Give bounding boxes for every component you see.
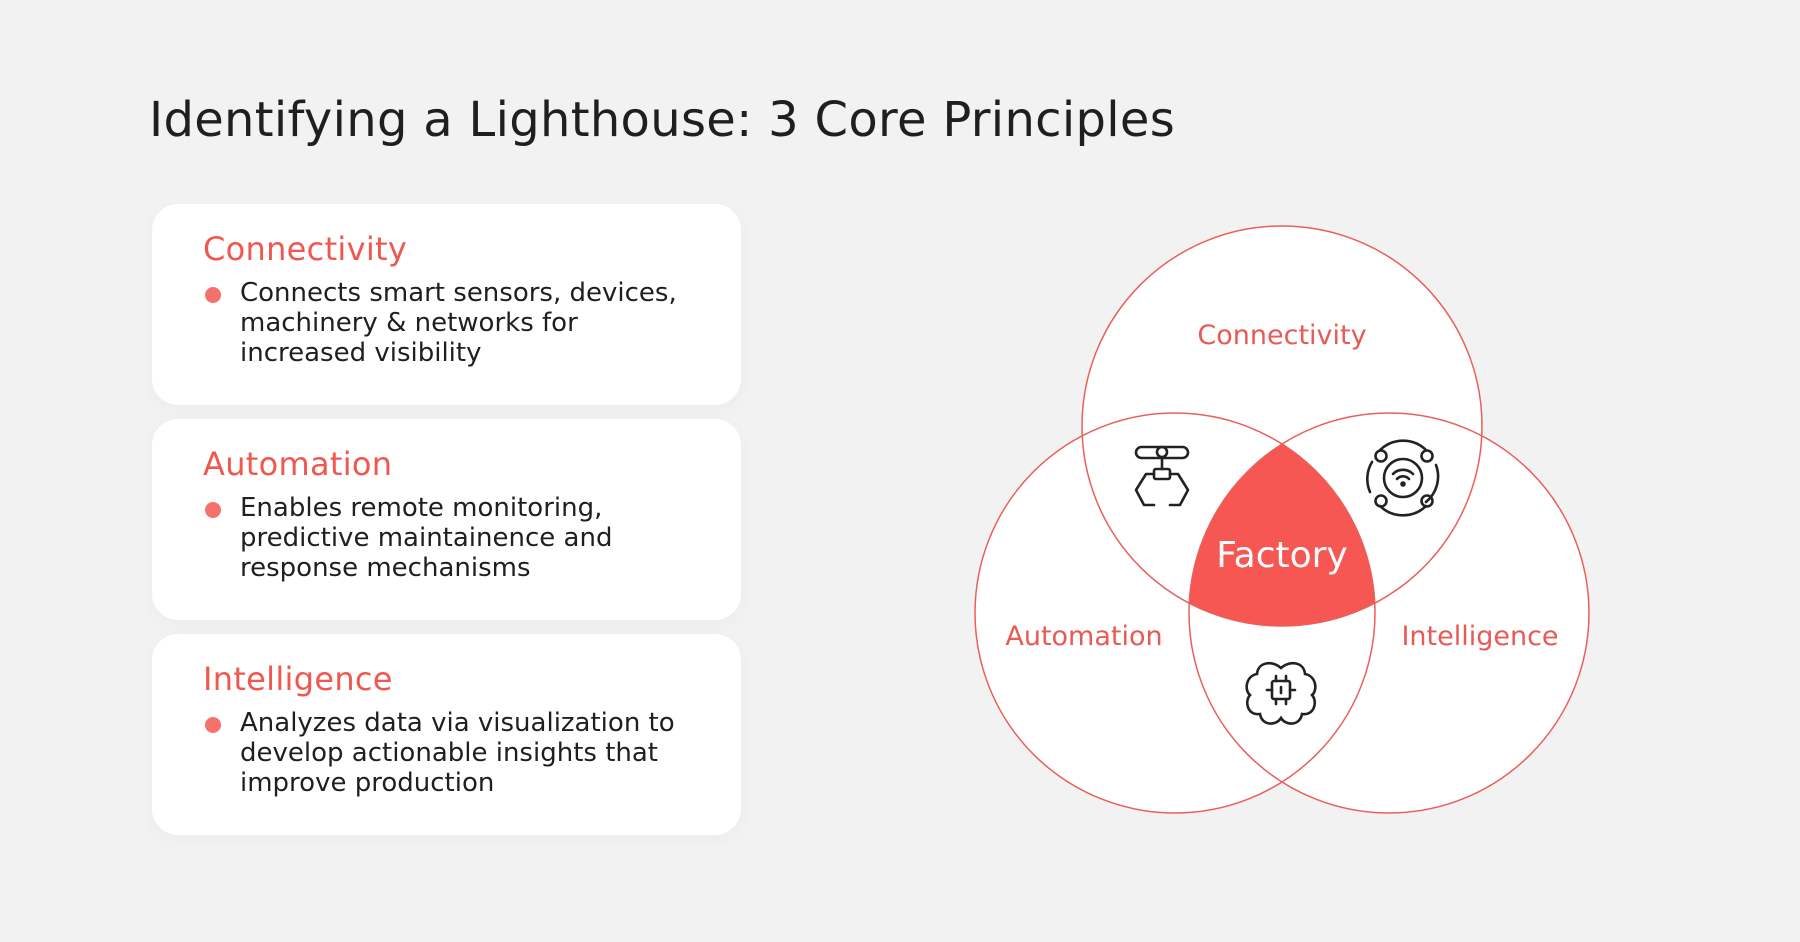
brain-chip-icon — [1245, 661, 1317, 725]
bullet-dot-icon — [205, 287, 221, 303]
bullet-text: Analyzes data via visualization to devel… — [240, 708, 675, 798]
bullet-item: Enables remote monitoring, predictive ma… — [203, 493, 680, 583]
factory-intersection — [1189, 413, 1375, 626]
bullet-item: Analyzes data via visualization to devel… — [203, 708, 680, 798]
bullet-item: Connects smart sensors, devices, machine… — [203, 278, 680, 368]
card-automation: Automation Enables remote monitoring, pr… — [152, 419, 741, 620]
venn-label-connectivity: Connectivity — [1197, 320, 1366, 351]
bullet-text: Enables remote monitoring, predictive ma… — [240, 493, 613, 583]
venn-label-factory: Factory — [1216, 535, 1348, 576]
venn-circle-automation — [974, 412, 1376, 814]
venn-circle-intelligence — [1188, 412, 1590, 814]
venn-label-automation: Automation — [1005, 621, 1162, 652]
page-title: Identifying a Lighthouse: 3 Core Princip… — [149, 92, 1176, 148]
card-heading: Intelligence — [203, 660, 393, 698]
bullet-dot-icon — [205, 502, 221, 518]
wireless-network-icon — [1366, 439, 1440, 517]
venn-circle-connectivity — [1081, 225, 1483, 627]
venn-label-intelligence: Intelligence — [1401, 621, 1558, 652]
bullet-text: Connects smart sensors, devices, machine… — [240, 278, 677, 368]
card-heading: Connectivity — [203, 230, 408, 268]
card-heading: Automation — [203, 445, 393, 483]
card-connectivity: Connectivity Connects smart sensors, dev… — [152, 204, 741, 405]
card-intelligence: Intelligence Analyzes data via visualiza… — [152, 634, 741, 835]
bullet-dot-icon — [205, 717, 221, 733]
robotic-arm-icon — [1134, 445, 1190, 507]
